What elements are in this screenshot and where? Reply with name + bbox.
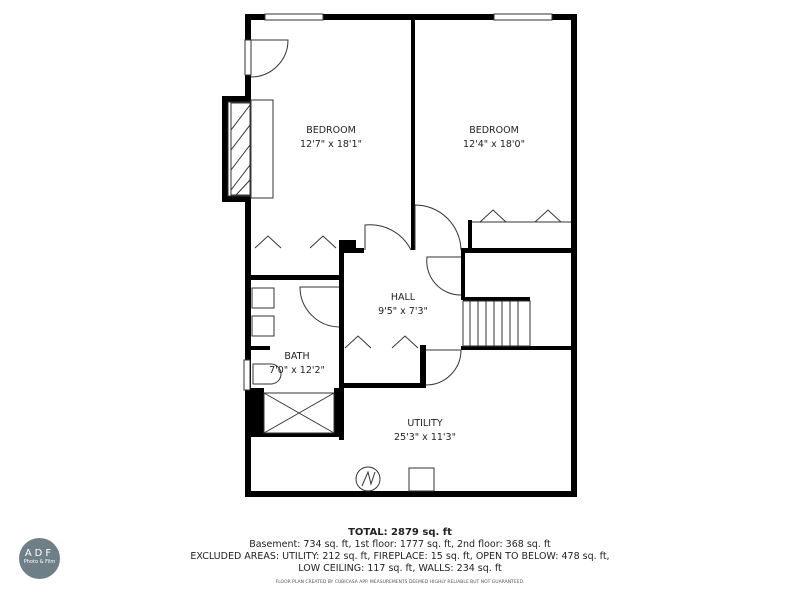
door-swing-icon [414, 204, 462, 251]
fireplace-hatch-icon [230, 102, 251, 196]
room-dims: 7'0" x 12'2" [269, 365, 325, 376]
total-area: TOTAL: 2879 sq. ft [348, 527, 452, 538]
walls [222, 14, 577, 497]
room-name: UTILITY [407, 418, 442, 429]
disclaimer: FLOOR PLAN CREATED BY CUBICASA APP. MEAS… [275, 580, 525, 585]
room-name: BEDROOM [469, 125, 519, 136]
door-swing-icon [250, 39, 289, 78]
excluded-areas-cont: LOW CEILING: 117 sq. ft, WALLS: 234 sq. … [298, 563, 502, 574]
room-labels: BEDROOM 12'7" x 18'1" BEDROOM 12'4" x 18… [269, 125, 525, 443]
door-swing-icon [364, 224, 412, 251]
shower-icon [263, 392, 335, 434]
floor-breakdown: Basement: 734 sq. ft, 1st floor: 1777 sq… [249, 539, 551, 550]
water-heater-icon [355, 466, 381, 492]
fixtures [227, 13, 571, 492]
room-dims: 12'7" x 18'1" [300, 139, 362, 150]
door-swing-icon [426, 256, 462, 296]
toilet-icon [252, 363, 282, 385]
room-name: HALL [391, 292, 416, 303]
door-swing-icon [299, 286, 340, 328]
room-dims: 25'3" x 11'3" [394, 432, 456, 443]
sink-icon [251, 315, 275, 337]
door-swing-icon [425, 349, 462, 386]
stairs-icon [462, 300, 531, 347]
sink-icon [251, 287, 275, 309]
excluded-areas: EXCLUDED AREAS: UTILITY: 212 sq. ft, FIR… [190, 551, 610, 562]
room-dims: 12'4" x 18'0" [463, 139, 525, 150]
logo-initials: ADF [24, 548, 55, 559]
furnace-icon [408, 467, 435, 492]
room-dims: 9'5" x 7'3" [378, 306, 428, 317]
brand-logo: ADF Photo & Film [19, 538, 60, 579]
room-name: BEDROOM [306, 125, 356, 136]
room-name: BATH [284, 351, 309, 362]
logo-subtitle: Photo & Film [23, 559, 56, 565]
